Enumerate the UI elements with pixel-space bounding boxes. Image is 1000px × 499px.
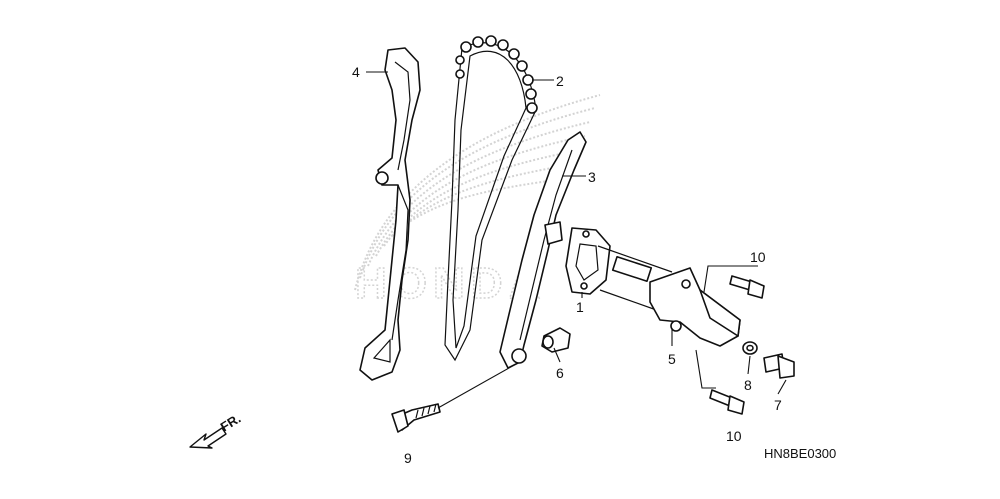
callout-10-upper: 10: [750, 249, 766, 265]
tensioner-gasket: [565, 227, 611, 295]
diagram-code: HN8BE0300: [764, 446, 836, 461]
callout-2: 2: [556, 73, 564, 89]
callout-8: 8: [744, 377, 752, 393]
cam-chain: [444, 35, 538, 362]
callout-7: 7: [774, 397, 782, 413]
sealing-washer: [742, 341, 758, 355]
callout-4: 4: [352, 64, 360, 80]
callout-1: 1: [576, 299, 584, 315]
callout-5: 5: [668, 351, 676, 367]
callout-3: 3: [588, 169, 596, 185]
cam-chain-tensioner-slipper: [499, 131, 587, 369]
bolt-upper: [729, 275, 765, 299]
leader-lines: [366, 71, 787, 409]
callout-9: 9: [404, 450, 412, 466]
front-direction-indicator: FR.: [189, 411, 243, 449]
bolt-lower: [709, 389, 745, 415]
front-arrow-icon: [189, 427, 227, 449]
pivot-bolt: [391, 403, 441, 433]
sealing-bolt: [763, 353, 795, 379]
cam-chain-guide: [359, 47, 421, 381]
cam-chain-tensioner-lifter: [597, 245, 741, 347]
collar: [541, 327, 571, 353]
callout-6: 6: [556, 365, 564, 381]
callout-10-lower: 10: [726, 428, 742, 444]
cam-chain-links: [455, 35, 538, 114]
